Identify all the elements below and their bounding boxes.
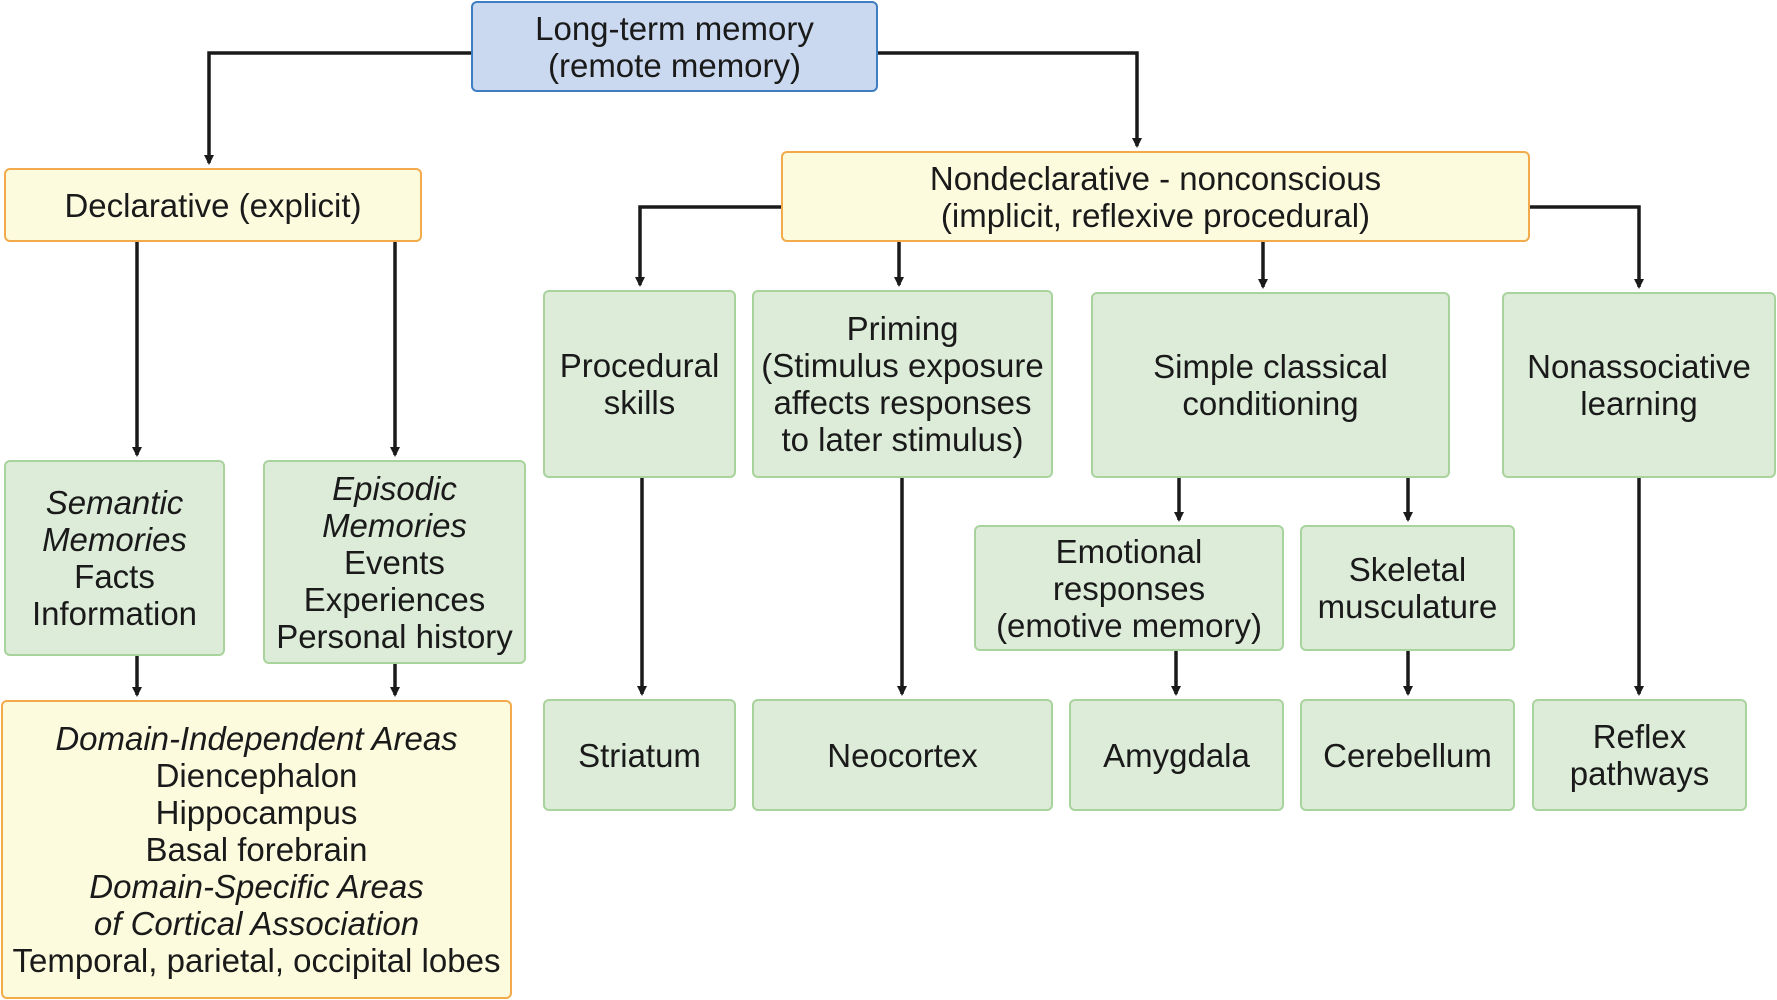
episodic-item-experiences: Experiences xyxy=(303,580,486,618)
classical-sublabel: conditioning xyxy=(1182,385,1359,422)
skeletal-sublabel: musculature xyxy=(1317,588,1498,625)
emotional-label: Emotional xyxy=(1055,532,1203,570)
striatum-box: Striatum xyxy=(543,699,736,811)
area-diencephalon: Diencephalon xyxy=(155,757,358,794)
semantic-memories-box: Semantic Memories Facts Information xyxy=(4,460,225,656)
arrow-root-to-declarative xyxy=(204,51,471,165)
cerebellum-label: Cerebellum xyxy=(1323,736,1492,774)
episodic-item-personal-history: Personal history xyxy=(276,617,513,655)
declarative-brain-areas-box: Domain-Independent Areas Diencephalon Hi… xyxy=(1,700,512,999)
long-term-memory-box: Long-term memory (remote memory) xyxy=(471,1,878,92)
episodic-memories-title: Memories xyxy=(322,506,467,544)
skeletal-label: Skeletal xyxy=(1348,551,1467,588)
amygdala-label: Amygdala xyxy=(1103,736,1250,774)
reflex-label: Reflex xyxy=(1592,718,1687,755)
area-hippocampus: Hippocampus xyxy=(155,794,358,831)
emotional-responses-box: Emotional responses (emotive memory) xyxy=(974,525,1284,651)
arrow-nondeclarative-to-nonassociative xyxy=(1530,205,1644,289)
reflex-pathways-box: Reflex pathways xyxy=(1532,699,1747,811)
neocortex-label: Neocortex xyxy=(827,736,978,774)
skeletal-musculature-box: Skeletal musculature xyxy=(1300,525,1515,651)
semantic-item-facts: Facts xyxy=(74,558,155,595)
episodic-title: Episodic xyxy=(332,469,457,507)
striatum-label: Striatum xyxy=(578,736,701,774)
neocortex-box: Neocortex xyxy=(752,699,1053,811)
reflex-sublabel: pathways xyxy=(1569,755,1710,792)
nondeclarative-box: Nondeclarative - nonconscious (implicit,… xyxy=(781,151,1530,242)
nonassociative-sublabel: learning xyxy=(1580,385,1698,422)
procedural-label: Procedural xyxy=(559,347,720,384)
declarative-label: Declarative (explicit) xyxy=(64,186,362,224)
domain-independent-heading: Domain-Independent Areas xyxy=(55,720,458,757)
emotive-memory-label: (emotive memory) xyxy=(996,606,1262,644)
cerebellum-box: Cerebellum xyxy=(1300,699,1515,811)
long-term-memory-label: Long-term memory xyxy=(535,9,814,47)
nondeclarative-sublabel: (implicit, reflexive procedural) xyxy=(940,196,1371,234)
priming-desc-1: (Stimulus exposure xyxy=(761,347,1044,384)
nondeclarative-label: Nondeclarative - nonconscious xyxy=(929,159,1382,197)
amygdala-box: Amygdala xyxy=(1069,699,1284,811)
priming-label: Priming xyxy=(846,310,959,347)
semantic-memories-title: Memories xyxy=(42,521,187,558)
area-basal-forebrain: Basal forebrain xyxy=(145,831,368,868)
arrow-root-to-nondeclarative xyxy=(878,51,1142,148)
nonassociative-learning-box: Nonassociative learning xyxy=(1502,292,1776,478)
remote-memory-label: (remote memory) xyxy=(547,46,802,84)
arrow-nondeclarative-to-procedural xyxy=(635,205,781,287)
priming-desc-3: to later stimulus) xyxy=(781,421,1024,458)
semantic-title: Semantic xyxy=(45,484,184,521)
semantic-item-information: Information xyxy=(31,595,198,632)
procedural-sublabel: skills xyxy=(603,384,676,421)
domain-specific-heading: Domain-Specific Areas xyxy=(89,868,424,905)
declarative-box: Declarative (explicit) xyxy=(4,168,422,242)
nonassociative-label: Nonassociative xyxy=(1527,348,1751,385)
priming-box: Priming (Stimulus exposure affects respo… xyxy=(752,290,1053,478)
episodic-item-events: Events xyxy=(344,543,445,581)
emotional-sublabel: responses xyxy=(1052,569,1206,607)
classical-label: Simple classical xyxy=(1153,348,1388,385)
episodic-memories-box: Episodic Memories Events Experiences Per… xyxy=(263,460,526,664)
area-lobes: Temporal, parietal, occipital lobes xyxy=(12,942,501,979)
procedural-skills-box: Procedural skills xyxy=(543,290,736,478)
priming-desc-2: affects responses xyxy=(773,384,1032,421)
cortical-association-heading: of Cortical Association xyxy=(93,905,420,942)
classical-conditioning-box: Simple classical conditioning xyxy=(1091,292,1450,478)
